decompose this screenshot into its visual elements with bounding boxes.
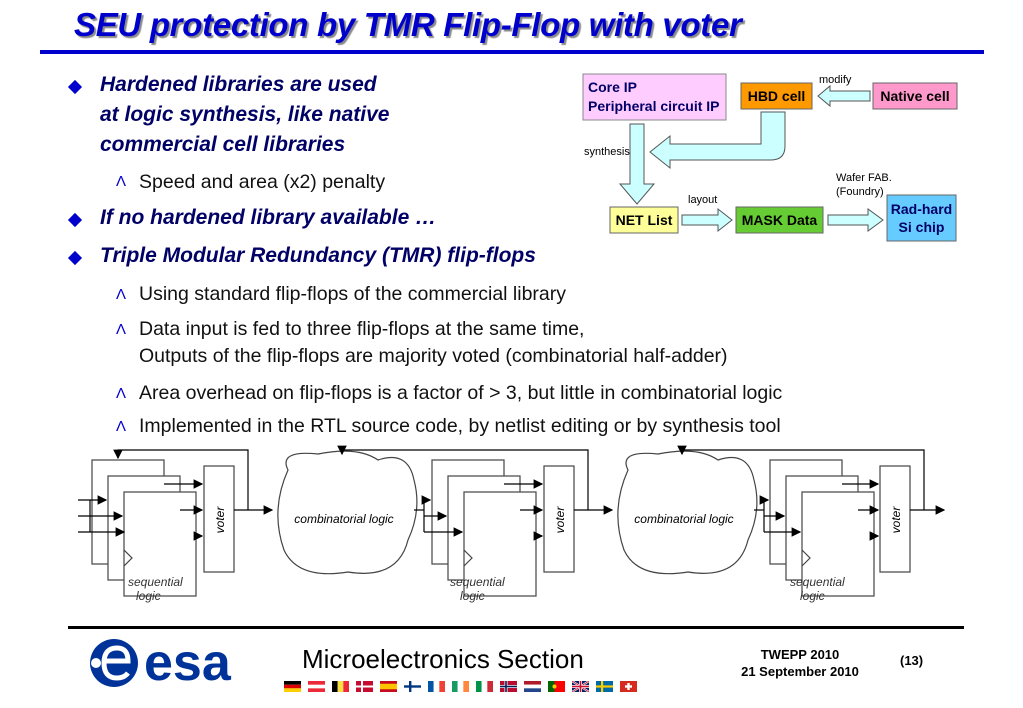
flip-flop-c: [801, 491, 875, 597]
hbd-cell-box: [740, 82, 813, 110]
bullet-diamond-icon: [67, 212, 83, 228]
flag-spain-icon: [380, 681, 397, 692]
voter-box: [543, 465, 575, 573]
sequential-label: sequential: [450, 575, 505, 589]
subbullet-data-input: Data input is fed to three flip-flops at…: [139, 318, 585, 340]
peripheral-ip-label: Peripheral circuit IP: [588, 98, 720, 114]
subbullet-marker-icon: Ʌ: [116, 418, 127, 435]
flag-denmark-icon: [356, 681, 373, 692]
logic-label: logic: [460, 589, 485, 603]
subbullet-marker-icon: Ʌ: [116, 385, 127, 402]
flag-belgium-icon: [332, 681, 349, 692]
sequential-label: sequential: [128, 575, 183, 589]
combinatorial-logic-cloud: [277, 450, 418, 575]
flag-switzerland-icon: [620, 681, 637, 692]
layout-arrow-icon: [681, 207, 733, 233]
rad-hard-chip-box: [886, 194, 957, 242]
voter-label: voter: [889, 506, 903, 534]
flag-norway-icon: [500, 681, 517, 692]
subbullet-area: Area overhead on flip-flops is a factor …: [139, 382, 783, 404]
hbd-cell-label: HBD cell: [748, 88, 806, 104]
bullet-line: Hardened libraries are used: [100, 73, 377, 96]
logic-label: logic: [136, 589, 161, 603]
combinatorial-label: combinatorial logic: [294, 512, 393, 526]
page-number: (13): [900, 653, 924, 668]
si-chip-label: Si chip: [899, 219, 945, 235]
conference-date: 21 September 2010: [741, 664, 859, 679]
bullet-line: Triple Modular Redundancy (TMR) flip-flo…: [100, 244, 536, 267]
tmr-stage-1: voter sequential logic: [78, 449, 274, 603]
bullet-diamond-icon: [67, 250, 83, 266]
combinatorial-logic-cloud: [617, 450, 758, 575]
flag-portugal-icon: [548, 681, 565, 692]
mask-data-label: MASK Data: [742, 212, 818, 228]
net-list-box: [609, 206, 679, 234]
rad-hard-label: Rad-hard: [891, 201, 952, 217]
esa-logo-text: esa: [144, 634, 232, 692]
synthesis-label: synthesis: [584, 146, 630, 158]
design-flow-diagram: Core IP Peripheral circuit IP HBD cell N…: [582, 73, 958, 242]
core-ip-label: Core IP: [588, 79, 637, 95]
subbullet-data-output: Outputs of the flip-flops are majority v…: [139, 345, 728, 367]
layout-label: layout: [688, 194, 717, 206]
flag-austria-icon: [308, 681, 325, 692]
subbullet-marker-icon: Ʌ: [116, 173, 127, 190]
hbd-to-synthesis-arrow-icon: [649, 111, 786, 170]
flag-germany-icon: [284, 681, 301, 692]
voter-box: [203, 465, 235, 573]
flag-uk-icon: [572, 681, 589, 692]
bullet-line: at logic synthesis, like native: [100, 103, 390, 126]
esa-logo: esa: [90, 634, 232, 692]
subbullet-marker-icon: Ʌ: [116, 321, 127, 338]
subbullet-speed: Speed and area (x2) penalty: [139, 171, 386, 193]
synthesis-down-arrow-icon: [618, 123, 656, 205]
section-name: Microelectronics Section: [302, 644, 584, 674]
native-cell-box: [872, 82, 958, 110]
conference-info: TWEPP 2010 21 September 2010: [730, 646, 870, 680]
net-list-label: NET List: [616, 212, 673, 228]
flip-flop-c: [123, 491, 197, 597]
flag-finland-icon: [404, 681, 421, 692]
voter-label: voter: [213, 506, 227, 534]
bullet-hardened-libraries: Hardened libraries are used at logic syn…: [100, 70, 389, 160]
tmr-stage-3: voter sequential logic: [677, 445, 946, 603]
bullet-line: If no hardened library available …: [100, 206, 437, 229]
voter-box: [879, 465, 911, 573]
modify-arrow-icon: [817, 84, 871, 108]
flag-sweden-icon: [596, 681, 613, 692]
flag-italy-icon: [476, 681, 493, 692]
title-divider: [40, 50, 984, 54]
bullet-no-hardened-library: If no hardened library available …: [100, 203, 436, 233]
core-ip-box: [582, 73, 727, 121]
wafer-arrow-icon: [827, 208, 884, 232]
combinatorial-label: combinatorial logic: [634, 512, 733, 526]
flag-france-icon: [428, 681, 445, 692]
bullet-line: commercial cell libraries: [100, 133, 346, 156]
subbullet-implemented: Implemented in the RTL source code, by n…: [139, 415, 781, 437]
flag-netherlands-icon: [524, 681, 541, 692]
flip-flop-c: [463, 491, 537, 597]
logic-label: logic: [800, 589, 825, 603]
footer-divider: [68, 626, 964, 629]
native-cell-label: Native cell: [880, 88, 949, 104]
flag-ireland-icon: [452, 681, 469, 692]
slide-title: SEU protection by TMR Flip-Flop with vot…: [74, 6, 742, 43]
subbullet-marker-icon: Ʌ: [116, 286, 127, 303]
mask-data-box: [735, 206, 824, 234]
voter-label: voter: [553, 506, 567, 534]
conference-name: TWEPP 2010: [760, 647, 840, 662]
foundry-label: (Foundry): [836, 186, 884, 198]
bullet-tmr-flip-flops: Triple Modular Redundancy (TMR) flip-flo…: [100, 241, 536, 271]
modify-label: modify: [819, 74, 852, 86]
subbullet-standard: Using standard flip-flops of the commerc…: [139, 283, 567, 305]
sequential-label: sequential: [790, 575, 845, 589]
tmr-circuit-diagram: voter sequential logic combinatorial log…: [78, 440, 948, 612]
bullet-diamond-icon: [67, 79, 83, 95]
wafer-fab-label: Wafer FAB.: [836, 172, 892, 184]
tmr-stage-2: voter sequential logic: [337, 445, 614, 603]
